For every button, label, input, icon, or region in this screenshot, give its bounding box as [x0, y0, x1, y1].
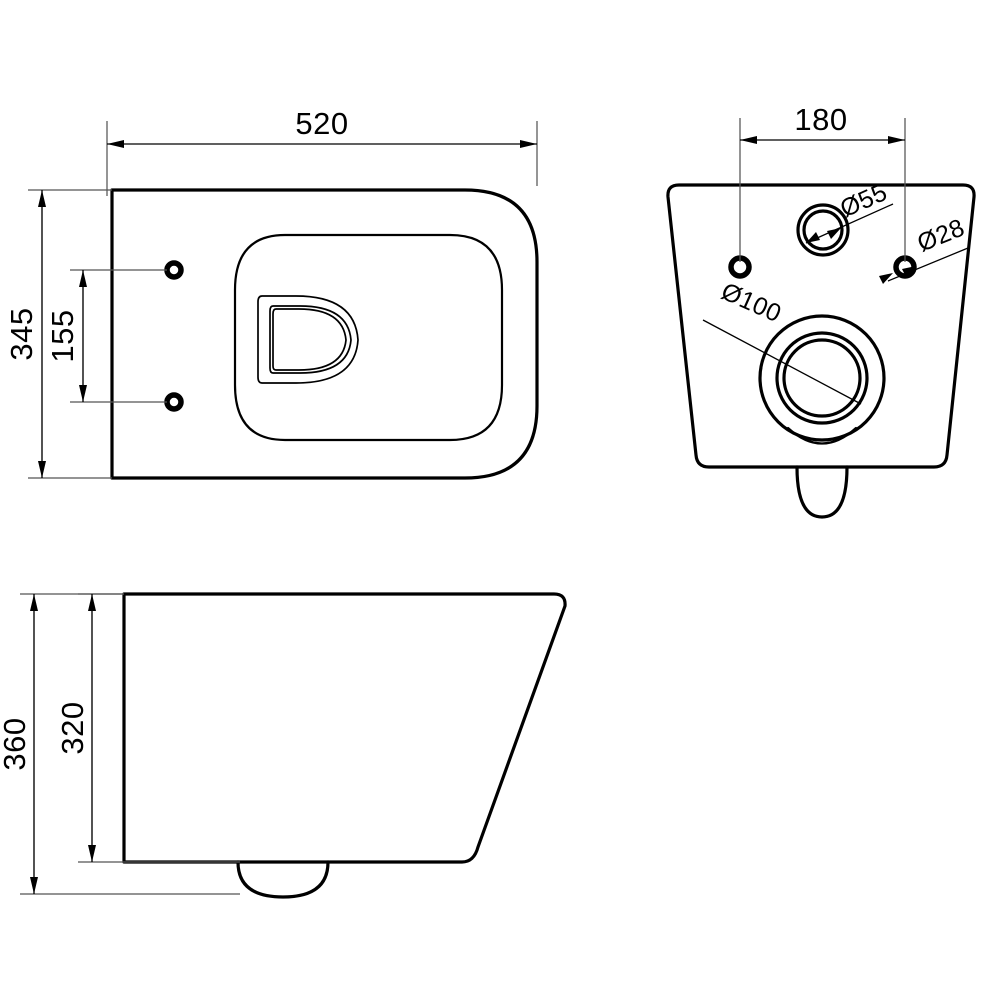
dim-label-180: 180 — [794, 102, 847, 137]
dim-label-345: 345 — [4, 307, 39, 360]
arrowhead-320-top — [88, 594, 96, 611]
top-view-bowl-rim — [233, 233, 504, 442]
rear-view-soil-outlet-ring-inner — [782, 338, 862, 418]
leader-line-dia-100 — [702, 319, 862, 405]
dimension-height-360: 360 — [0, 593, 240, 895]
leader-line-dia-55 — [805, 203, 894, 244]
arrowhead-320-bottom — [88, 845, 96, 862]
dim-label-360: 360 — [0, 717, 32, 770]
side-view-group: 360 320 — [0, 592, 567, 899]
top-view-outlet-contour-middle — [269, 305, 352, 374]
top-view-outlet-contour-outer — [257, 295, 359, 384]
arrowhead-360-bottom — [30, 877, 38, 894]
dimension-bolt-spacing-155: 155 — [45, 269, 167, 403]
arrowhead-345-bottom — [38, 461, 46, 478]
arrowhead-dia-28-left — [902, 266, 916, 277]
dimension-bolt-spacing-180: 180 — [739, 102, 906, 262]
dim-label-520: 520 — [295, 106, 348, 141]
rear-view-body-outline — [666, 183, 976, 469]
arrowhead-345-top — [38, 190, 46, 207]
arrowhead-520-right — [520, 140, 537, 148]
arrowhead-155-top — [79, 270, 87, 287]
arrowhead-155-bottom — [79, 385, 87, 402]
rear-view-inlet-port-outer-ring — [796, 203, 850, 257]
rear-view-soil-outlet-ring-outer — [758, 314, 886, 442]
leader-line-dia-28 — [887, 247, 969, 282]
side-view-body-outline — [122, 592, 567, 864]
dim-label-155: 155 — [45, 309, 80, 362]
arrowhead-360-top — [30, 594, 38, 611]
side-view-bottom-protrusion — [236, 860, 330, 899]
dimension-depth-345: 345 — [4, 189, 112, 479]
top-view-group: 520 345 155 — [4, 106, 539, 480]
arrowhead-dia-55-outer — [827, 228, 841, 239]
dim-label-320: 320 — [55, 701, 90, 754]
top-view-body-outline — [110, 188, 539, 480]
rear-view-inlet-port-inner-ring — [802, 209, 844, 251]
arrowhead-dia-28-right — [879, 273, 893, 284]
rear-view-soil-outlet-ring-middle — [775, 331, 869, 425]
arrowhead-180-right — [888, 136, 905, 144]
arrowhead-dia-55-inner — [806, 232, 820, 243]
dimension-body-height-320: 320 — [55, 593, 240, 863]
dimension-width-520: 520 — [106, 106, 538, 196]
top-view-outlet-contour-inner — [272, 308, 347, 371]
rear-view-bottom-protrusion — [795, 465, 849, 519]
arrowhead-180-left — [740, 136, 757, 144]
arrowhead-520-left — [107, 140, 124, 148]
